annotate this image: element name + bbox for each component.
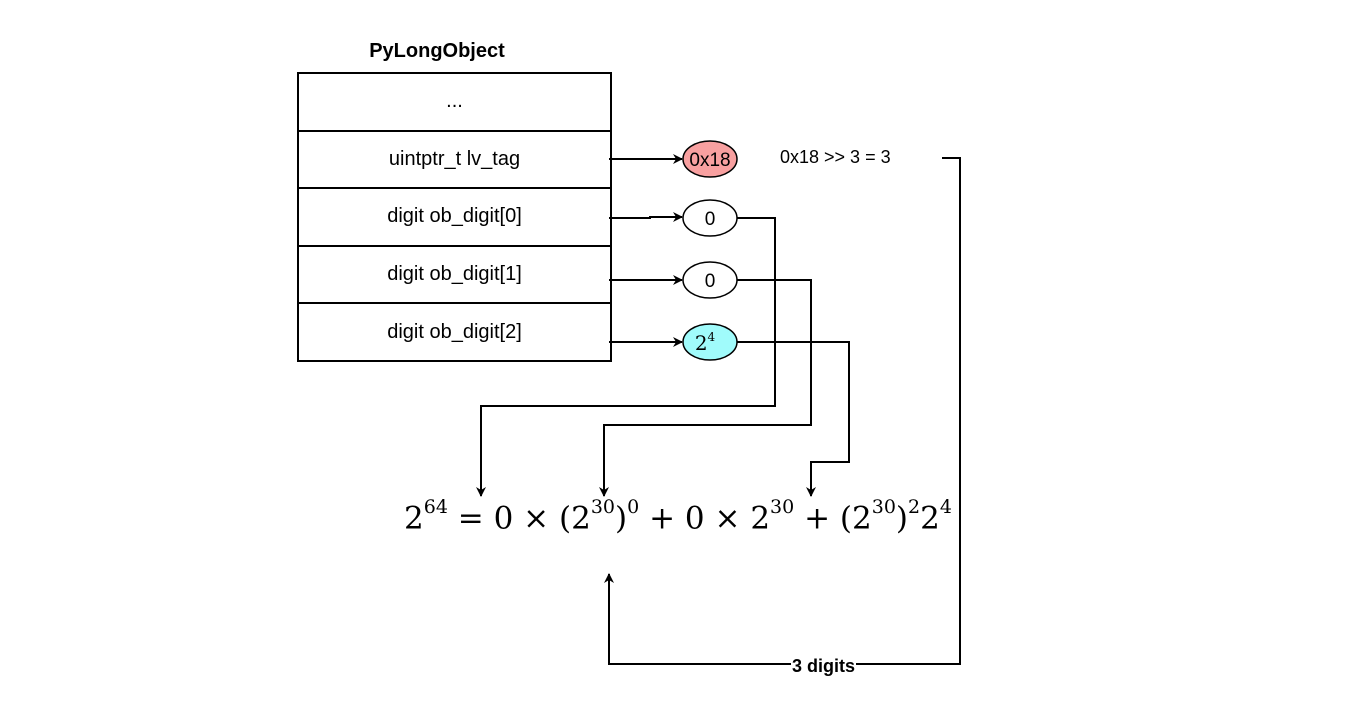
struct-row-ob-digit-2: digit ob_digit[2]: [387, 320, 522, 343]
connector-digit1-to-formula: [599, 279, 812, 497]
struct-row-ellipsis: ...: [299, 74, 610, 132]
formula-term-3-tail: 2: [920, 500, 940, 537]
formula-term-3-close: ): [895, 500, 909, 537]
formula-term-2-exp: 30: [770, 496, 795, 518]
struct-row-ob-digit-1: digit ob_digit[1]: [299, 247, 610, 305]
formula-term-1: = 0 × (2: [457, 500, 591, 537]
formula-term-1-outer-exp: 0: [627, 496, 640, 518]
formula-lhs-exp: 64: [423, 496, 448, 518]
pylongobject-struct: ... uintptr_t lv_tag digit ob_digit[0] d…: [297, 72, 612, 362]
formula-lhs-base: 2: [404, 500, 424, 537]
value-label-tag: 0x18: [689, 150, 730, 171]
formula-term-3-exp: 30: [871, 496, 896, 518]
formula-term-2: + 0 × 2: [639, 500, 771, 537]
formula-term-3-outer-exp: 2: [908, 496, 921, 518]
value-ellipse-tag: [682, 140, 738, 178]
value-formula: 264 = 0 × (230)0 + 0 × 230 + (230)224: [404, 496, 952, 537]
arrow-digit0-to-value: [609, 212, 683, 222]
formula-term-1-exp: 30: [590, 496, 616, 518]
formula-term-3: + (2: [794, 500, 872, 537]
formula-term-3-tail-exp: 4: [939, 496, 952, 518]
connector-digit0-to-formula: [476, 217, 776, 497]
connector-digit-count: [604, 157, 961, 665]
tag-shift-note: 0x18 >> 3 = 3: [780, 147, 891, 167]
formula-term-1-close: ): [615, 500, 628, 537]
value-label-digit0: 0: [705, 209, 716, 230]
struct-row-ob-digit-0: digit ob_digit[0]: [299, 189, 610, 247]
struct-title: PyLongObject: [369, 40, 505, 62]
value-label-digit1: 0: [705, 271, 716, 292]
value-label-digit2: 24: [695, 330, 716, 355]
digit-count-label: 3 digits: [791, 656, 857, 677]
struct-row-lv-tag: uintptr_t lv_tag: [299, 132, 610, 190]
connector-digit2-to-formula: [737, 341, 850, 497]
